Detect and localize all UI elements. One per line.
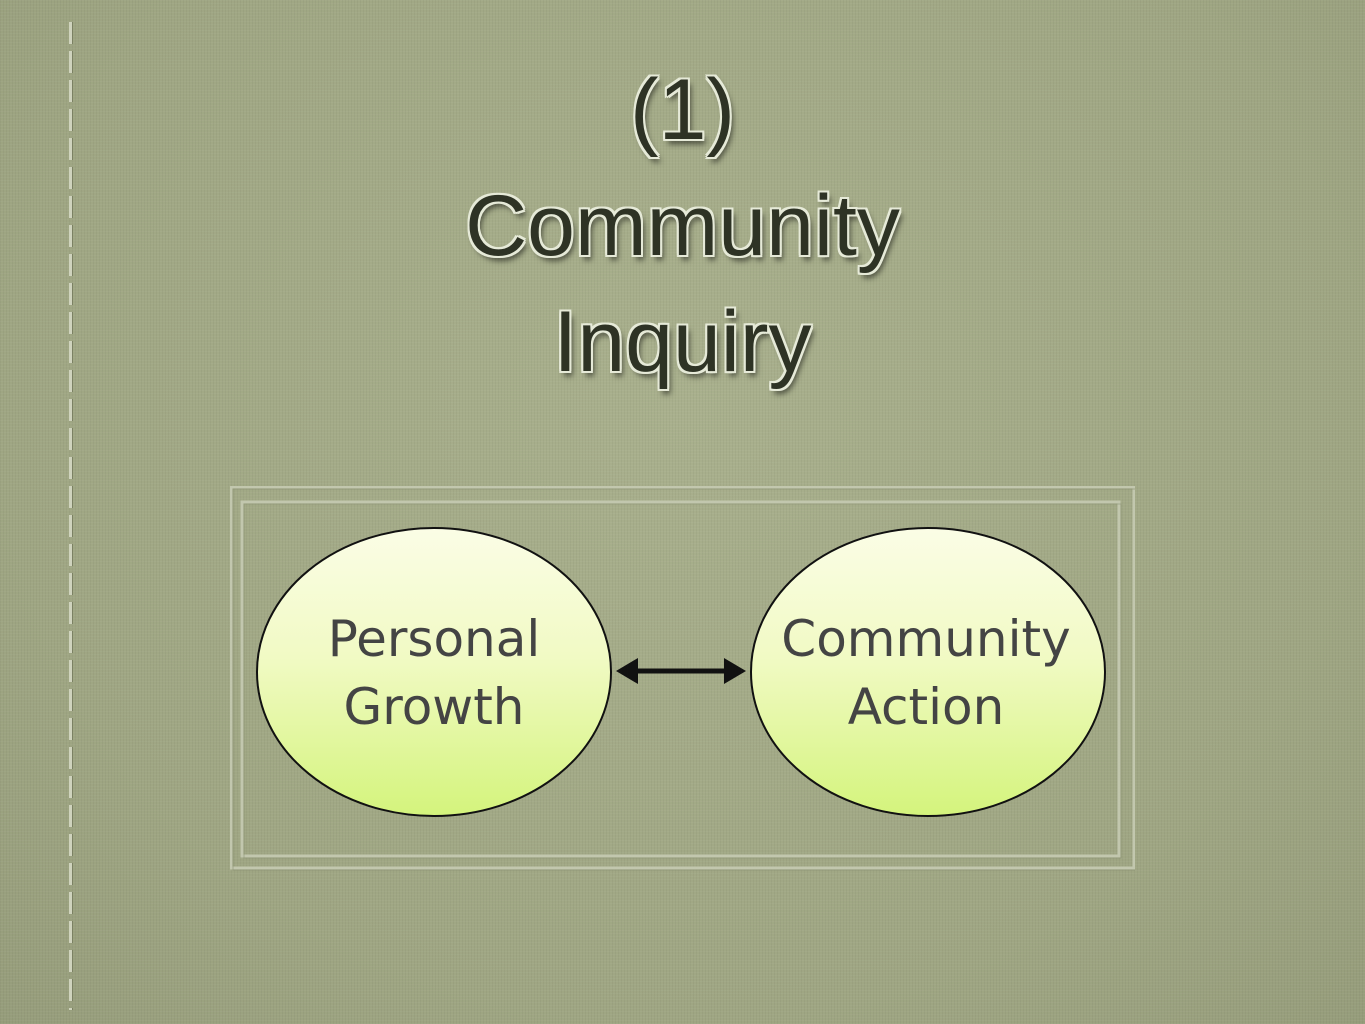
node-label-line: Personal — [328, 610, 541, 668]
inquiry-diagram: Personal Growth Community Action — [230, 486, 1135, 871]
node-label-line: Action — [848, 678, 1005, 736]
node-label-line: Growth — [344, 678, 525, 736]
diagram-frame — [230, 486, 1135, 871]
title-line-inquiry: Inquiry — [553, 294, 812, 390]
slide-title: (1) Community Inquiry — [0, 52, 1365, 400]
node-community-action: Community Action — [750, 527, 1106, 817]
title-line-number: (1) — [629, 62, 736, 158]
bidirectional-arrow — [616, 658, 746, 684]
binding-stitches — [66, 20, 76, 1010]
title-line-community: Community — [465, 178, 900, 274]
node-label-line: Community — [781, 610, 1070, 668]
node-personal-growth: Personal Growth — [256, 527, 612, 817]
